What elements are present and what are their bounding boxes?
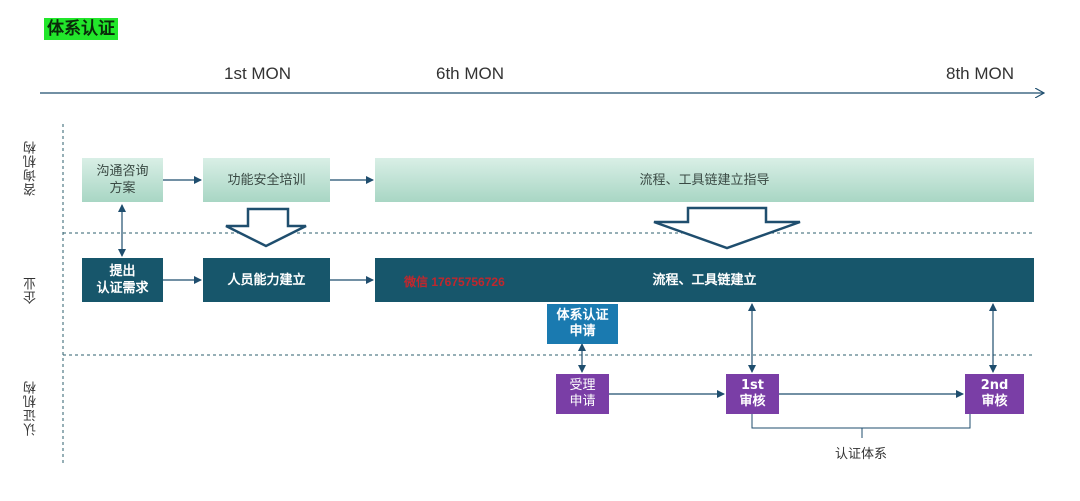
audit1-box: 1st 审核 [726,374,779,414]
page-title: 体系认证 [44,18,118,40]
down-arrow-training [225,207,307,248]
audit2-box: 2nd 审核 [965,374,1024,414]
month-label-8: 8th MON [946,64,1015,83]
watermark-text: 微信 17675756726 [404,275,505,289]
process-box: 流程、工具链建立 [375,258,1034,302]
process-label: 流程、工具链建立 [652,272,757,288]
training-box: 功能安全培训 [203,158,330,202]
guidance-box: 流程、工具链建立指导 [375,158,1034,202]
month-label-1: 1st MON [224,64,292,83]
requirement-box: 提出 认证需求 [82,258,163,302]
cert-system-bracket [751,414,971,429]
accept-box: 受理 申请 [556,374,609,414]
cert-system-label: 认证体系 [835,447,888,462]
month-label-6: 6th MON [436,64,505,83]
capability-box: 人员能力建立 [203,258,330,302]
application-box: 体系认证 申请 [547,304,618,344]
down-arrow-guidance [653,206,801,250]
consult-plan-box: 沟通咨询 方案 [82,158,163,202]
